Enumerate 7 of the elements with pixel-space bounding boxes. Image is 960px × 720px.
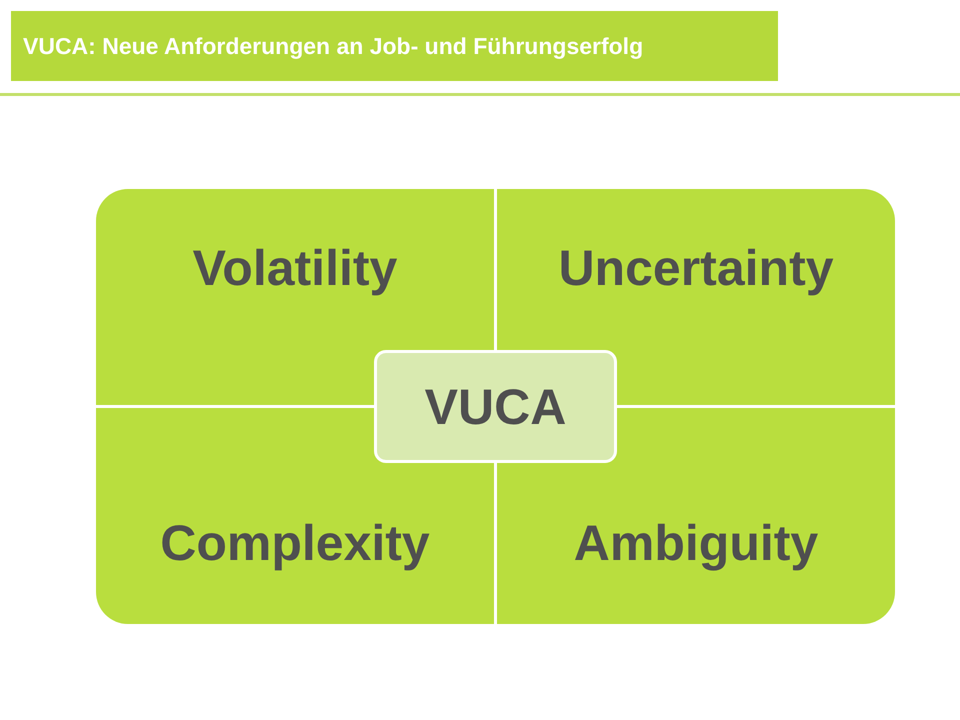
node-label: VUCA [424, 378, 566, 436]
node-label: Uncertainty [558, 239, 834, 297]
title-bar: VUCA: Neue Anforderungen an Job- und Führungserfolg [11, 11, 778, 81]
node-label: Complexity [160, 514, 430, 572]
center-box [374, 350, 617, 463]
node-label: Ambiguity [574, 514, 818, 572]
node-label: Volatility [192, 239, 398, 297]
